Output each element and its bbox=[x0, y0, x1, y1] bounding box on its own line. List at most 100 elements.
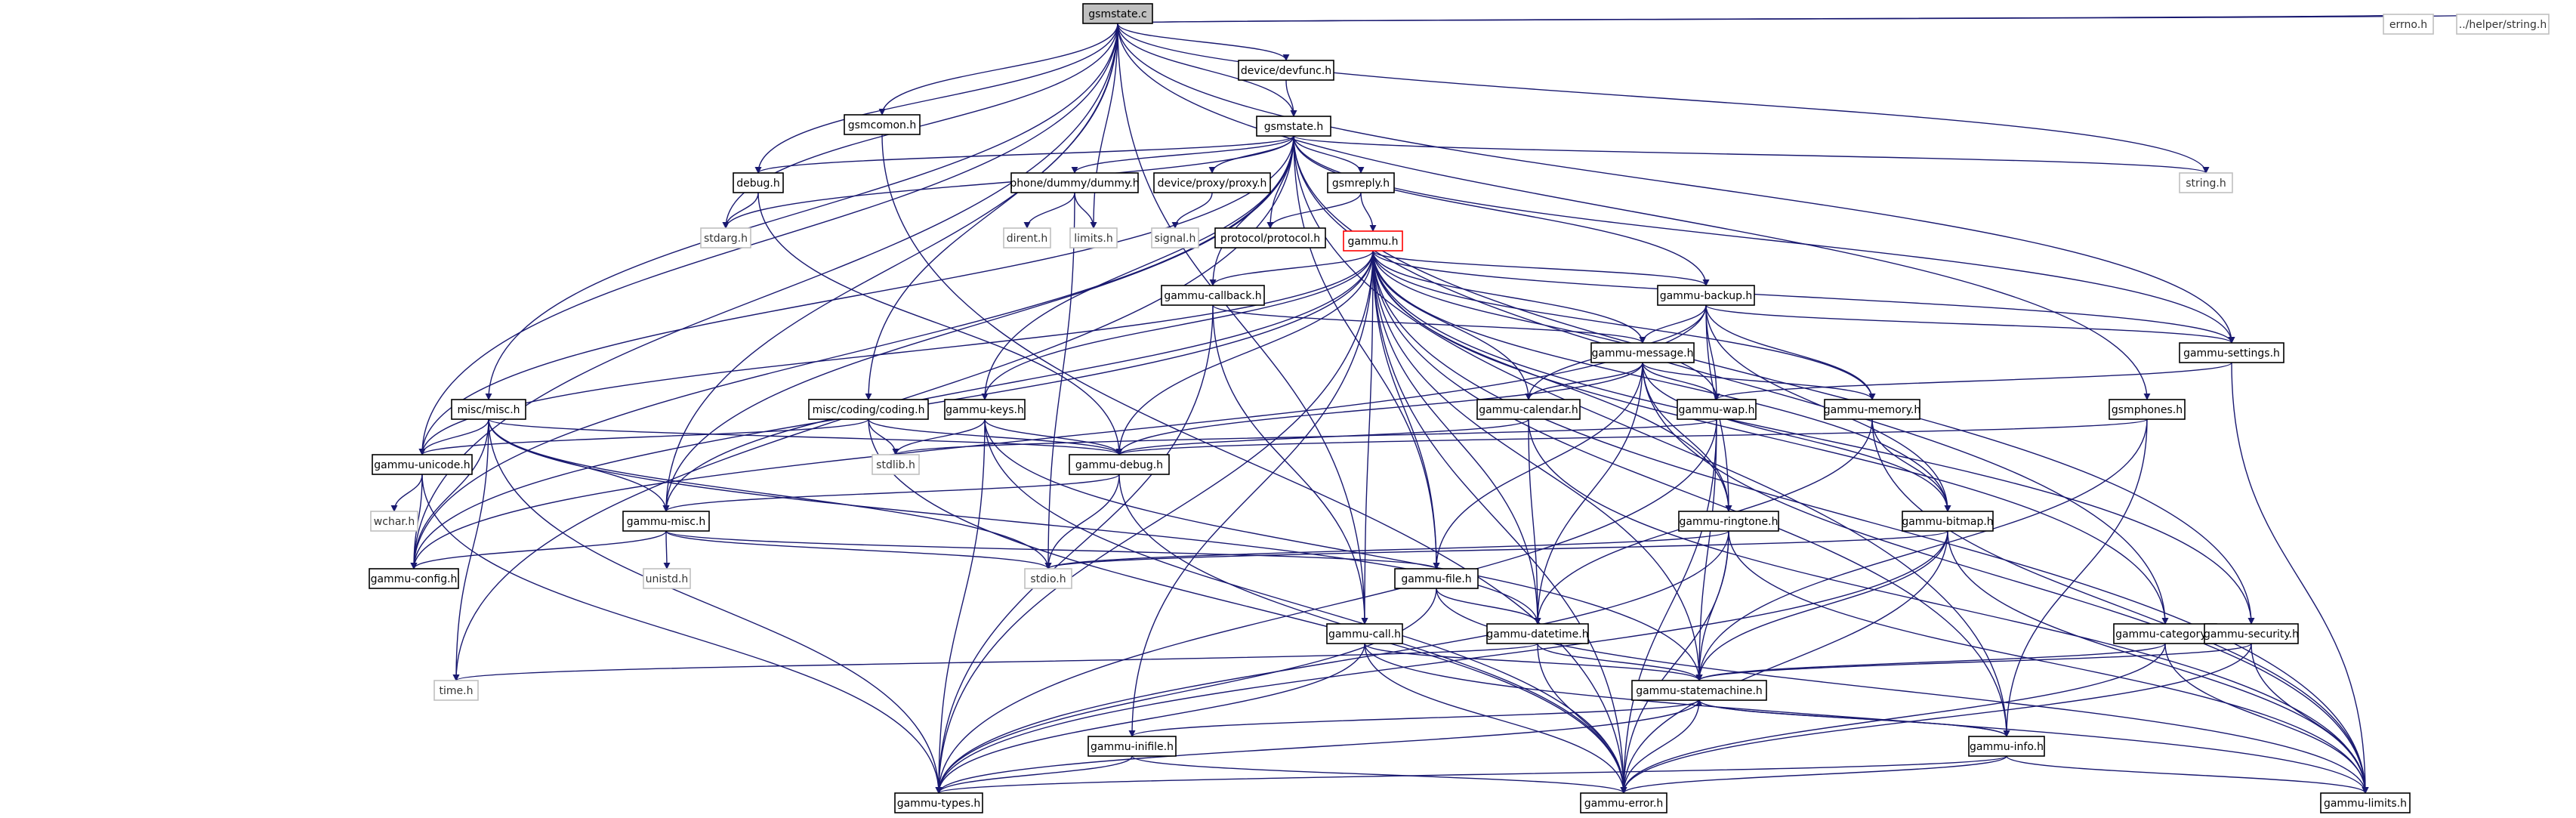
node-settings[interactable]: gammu-settings.h bbox=[2179, 342, 2284, 363]
edge-line bbox=[1293, 135, 2235, 344]
node-box bbox=[1010, 172, 1139, 193]
node-gdebug[interactable]: gammu-debug.h bbox=[1069, 454, 1170, 475]
node-backup[interactable]: gammu-backup.h bbox=[1657, 285, 1755, 306]
node-miscmisc[interactable]: misc/misc.h bbox=[451, 399, 526, 420]
edge-gammu-to-keys bbox=[981, 250, 1374, 400]
edge-line bbox=[1372, 250, 1440, 570]
node-wap[interactable]: gammu-wap.h bbox=[1677, 399, 1757, 420]
node-datetime[interactable]: gammu-datetime.h bbox=[1486, 623, 1589, 644]
edge-coding-to-unicode bbox=[418, 418, 869, 455]
node-gsmstate-c[interactable]: gsmstate.c bbox=[1082, 3, 1153, 24]
node-ringtone[interactable]: gammu-ringtone.h bbox=[1678, 511, 1779, 532]
edge-line bbox=[1695, 699, 2007, 737]
edge-backup-to-message bbox=[1639, 304, 1707, 344]
node-inifile[interactable]: gammu-inifile.h bbox=[1087, 736, 1177, 757]
node-label: gammu-limits.h bbox=[2324, 798, 2407, 810]
edge-keys-to-types bbox=[935, 418, 986, 794]
node-statemachine[interactable]: gammu-statemachine.h bbox=[1631, 680, 1767, 701]
node-proxy[interactable]: device/proxy/proxy.h bbox=[1153, 172, 1271, 193]
edge-line bbox=[662, 135, 1294, 512]
node-label: gsmstate.c bbox=[1088, 8, 1146, 20]
edge-statemachine-to-types bbox=[935, 699, 1700, 794]
node-gsmphones[interactable]: gsmphones.h bbox=[2109, 399, 2186, 420]
node-types[interactable]: gammu-types.h bbox=[894, 792, 983, 813]
node-gsmcomon[interactable]: gsmcomon.h bbox=[844, 114, 921, 135]
edge-coding-to-stdlib bbox=[868, 418, 899, 455]
node-gsmreply[interactable]: gsmreply.h bbox=[1327, 172, 1395, 193]
node-label: gsmreply.h bbox=[1332, 177, 1390, 190]
edge-line bbox=[984, 418, 1703, 681]
node-box bbox=[1580, 792, 1667, 813]
edge-line bbox=[485, 23, 1118, 400]
node-unicode[interactable]: gammu-unicode.h bbox=[372, 454, 473, 475]
edge-line bbox=[1044, 530, 1729, 570]
edge-gdebug-to-stdio bbox=[1044, 474, 1120, 570]
edge-gsmstate-c-to-string bbox=[1117, 23, 2210, 174]
node-calendar[interactable]: gammu-calendar.h bbox=[1476, 399, 1581, 420]
edge-bitmap-to-error bbox=[1620, 530, 1948, 794]
node-label: stdio.h bbox=[1030, 573, 1066, 585]
edge-line bbox=[1117, 23, 2235, 344]
node-info[interactable]: gammu-info.h bbox=[1968, 736, 2045, 757]
node-config[interactable]: gammu-config.h bbox=[369, 568, 459, 589]
edge-line bbox=[418, 418, 869, 455]
edge-datetime-to-statemachine bbox=[1537, 643, 1703, 681]
edge-line bbox=[868, 418, 899, 455]
edge-miscmisc-to-types bbox=[488, 418, 942, 794]
node-label: gammu-ringtone.h bbox=[1680, 516, 1779, 528]
node-coding[interactable]: misc/coding/coding.h bbox=[808, 399, 929, 420]
edge-gammu-to-file bbox=[1372, 250, 1440, 570]
node-call[interactable]: gammu-call.h bbox=[1326, 623, 1403, 644]
node-bitmap[interactable]: gammu-bitmap.h bbox=[1902, 511, 1994, 532]
edge-line bbox=[935, 304, 1214, 794]
edge-gammu-to-gdebug bbox=[1115, 250, 1374, 455]
node-time: time.h bbox=[433, 680, 479, 701]
edge-miscmisc-to-gdebug bbox=[488, 418, 1123, 455]
edge-message-to-bitmap bbox=[1642, 362, 1951, 512]
edge-gmisc-to-config bbox=[410, 530, 667, 570]
node-label: gammu-info.h bbox=[1970, 741, 2044, 753]
node-message[interactable]: gammu-message.h bbox=[1590, 342, 1695, 363]
node-protocol[interactable]: protocol/protocol.h bbox=[1214, 227, 1326, 248]
edge-wap-to-error bbox=[1620, 418, 1717, 794]
node-box bbox=[1327, 172, 1395, 193]
edge-call-to-error bbox=[1364, 643, 1627, 794]
node-category[interactable]: gammu-category.h bbox=[2113, 623, 2217, 644]
node-label: string.h bbox=[2186, 177, 2226, 190]
node-box bbox=[1394, 568, 1479, 589]
edge-line bbox=[1293, 135, 1440, 570]
edge-gsmstate-c-to-settings bbox=[1117, 23, 2235, 344]
node-glimits[interactable]: gammu-limits.h bbox=[2320, 792, 2411, 813]
node-callback[interactable]: gammu-callback.h bbox=[1161, 285, 1265, 306]
node-devfunc[interactable]: device/devfunc.h bbox=[1238, 60, 1334, 81]
edge-line bbox=[984, 418, 1123, 455]
edge-line bbox=[722, 135, 1294, 229]
node-label: errno.h bbox=[2389, 19, 2427, 31]
edge-line bbox=[1728, 530, 2369, 794]
node-debug[interactable]: debug.h bbox=[733, 172, 784, 193]
edge-message-to-memory bbox=[1642, 362, 1876, 400]
node-gsmstate-h[interactable]: gsmstate.h bbox=[1256, 116, 1331, 137]
node-security[interactable]: gammu-security.h bbox=[2204, 623, 2299, 644]
edge-line bbox=[1372, 250, 1951, 512]
node-gammu[interactable]: gammu.h bbox=[1343, 230, 1403, 252]
node-gmisc[interactable]: gammu-misc.h bbox=[622, 511, 710, 532]
edge-line bbox=[935, 418, 986, 794]
edge-line bbox=[1705, 304, 1876, 400]
edge-line bbox=[1620, 755, 2007, 794]
node-memory[interactable]: gammu-memory.h bbox=[1824, 399, 1921, 420]
node-dummy[interactable]: phone/dummy/dummy.h bbox=[1010, 172, 1140, 193]
edge-message-to-gdebug bbox=[1115, 362, 1643, 455]
node-error[interactable]: gammu-error.h bbox=[1580, 792, 1667, 813]
edge-line bbox=[1364, 643, 1627, 794]
edge-gammu-to-glimits bbox=[1372, 250, 2369, 794]
edge-gsmstate-h-to-config bbox=[410, 135, 1294, 570]
node-keys[interactable]: gammu-keys.h bbox=[944, 399, 1026, 420]
node-box bbox=[1082, 3, 1153, 24]
node-box bbox=[1024, 568, 1072, 589]
edge-ringtone-to-glimits bbox=[1728, 530, 2369, 794]
node-file[interactable]: gammu-file.h bbox=[1394, 568, 1479, 589]
edge-gsmreply-to-gammu bbox=[1360, 192, 1377, 232]
edge-line bbox=[1128, 250, 1374, 737]
